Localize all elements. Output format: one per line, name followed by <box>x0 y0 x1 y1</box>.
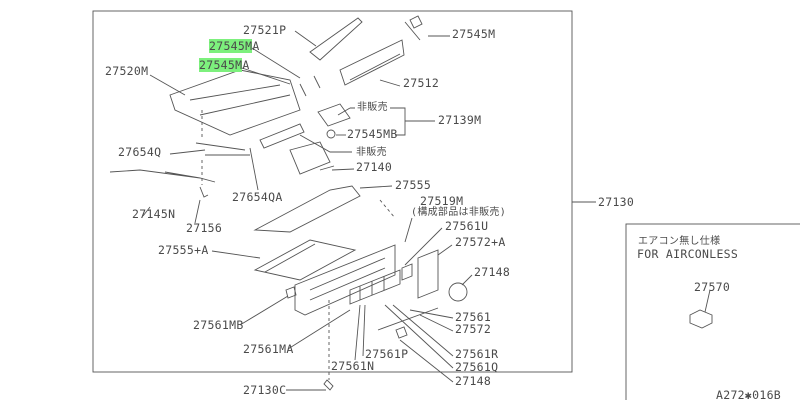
inset-title-jp: エアコン無し仕様 <box>638 236 721 247</box>
label-27561MB: 27561MB <box>193 318 244 332</box>
part-27520M <box>169 69 301 136</box>
highlighted-part-number: 27545M <box>199 58 243 72</box>
part-27570 <box>689 309 713 329</box>
label-27145N: 27145N <box>132 207 176 221</box>
label-27654Q: 27654Q <box>118 145 162 159</box>
part-27654Q <box>195 142 250 156</box>
label-27148-top: 27148 <box>474 265 511 279</box>
label-27654QA: 27654QA <box>232 190 283 204</box>
part-27130C <box>323 379 334 391</box>
label-27130C: 27130C <box>243 383 287 397</box>
part-27561U <box>401 263 413 281</box>
label-27519M: 27519M <box>420 194 464 208</box>
label-not-for-sale-2: 非販売 <box>356 147 387 158</box>
label-27148-bottom: 27148 <box>455 374 492 388</box>
main-frame <box>92 10 573 373</box>
label-27130: 27130 <box>598 195 635 209</box>
label-27521P: 27521P <box>243 23 287 37</box>
label-suffix: A <box>252 39 260 53</box>
label-27572: 27572 <box>455 322 492 336</box>
part-27545MA <box>299 75 321 97</box>
part-27555A <box>253 239 357 281</box>
label-27570: 27570 <box>694 280 731 294</box>
part-27521P <box>309 17 363 61</box>
part-27545M <box>404 15 423 41</box>
part-switch-row <box>349 269 401 305</box>
label-27572A: 27572+A <box>455 235 506 249</box>
label-not-for-sale-1: 非販売 <box>357 102 388 113</box>
label-27512: 27512 <box>403 76 440 90</box>
label-27561MA: 27561MA <box>243 342 294 356</box>
highlighted-part-number: 27545M <box>209 39 253 53</box>
part-27140 <box>289 141 335 175</box>
label-27520M: 27520M <box>105 64 149 78</box>
inset-title-en: FOR AIRCONLESS <box>637 247 739 261</box>
label-27545MB: 27545MB <box>347 127 398 141</box>
label-27561R: 27561R <box>455 347 499 361</box>
label-27140: 27140 <box>356 160 393 174</box>
part-27572A <box>417 249 439 299</box>
part-27561Q-piece <box>395 326 408 339</box>
label-27561U: 27561U <box>445 219 489 233</box>
label-27561P: 27561P <box>365 347 409 361</box>
label-27545MA-2: 27545MA <box>199 58 250 72</box>
part-27145N <box>109 169 216 183</box>
label-27545MA-1: 27545MA <box>209 39 260 53</box>
part-connector <box>317 103 351 127</box>
label-27561Q: 27561Q <box>455 360 499 374</box>
label-27555A: 27555+A <box>158 243 209 257</box>
drawing-code: A272✱016B <box>716 388 782 400</box>
label-27561N: 27561N <box>331 359 375 373</box>
label-suffix: A <box>242 58 250 72</box>
part-27572 <box>377 307 439 331</box>
part-27561MB <box>285 286 297 299</box>
label-27139M: 27139M <box>438 113 482 127</box>
part-27148-knob <box>448 282 468 302</box>
label-27555: 27555 <box>395 178 432 192</box>
part-27545MB <box>326 129 336 139</box>
label-27545M: 27545M <box>452 27 496 41</box>
part-bracket <box>259 123 305 149</box>
part-27555 <box>253 185 361 233</box>
label-27561: 27561 <box>455 310 492 324</box>
part-27156 <box>199 186 209 198</box>
label-27519M-note: (構成部品は非販売) <box>411 207 507 218</box>
label-27156: 27156 <box>186 221 223 235</box>
inset-frame <box>625 223 800 400</box>
part-27512 <box>339 39 405 86</box>
